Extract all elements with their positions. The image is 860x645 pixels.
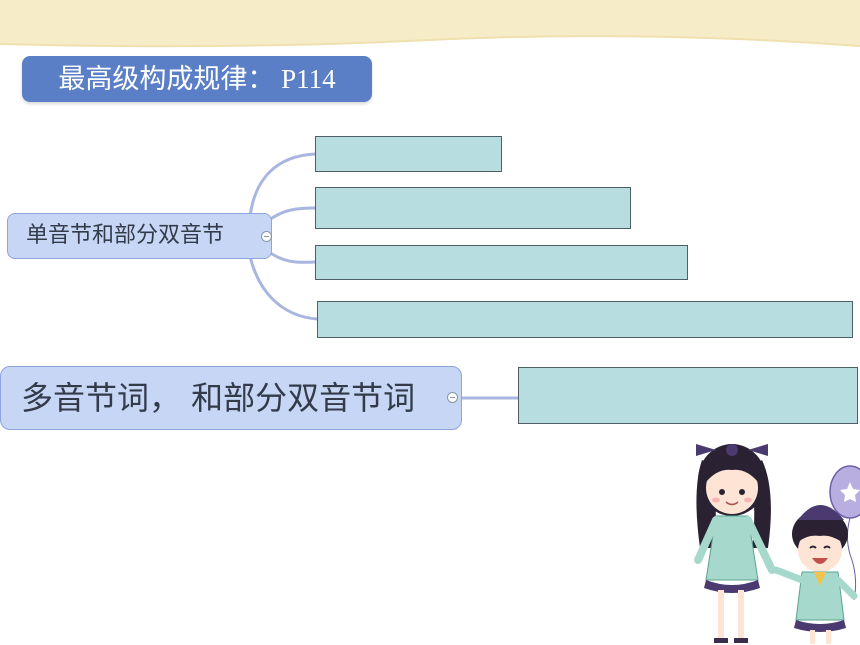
answer-box-2[interactable] xyxy=(315,187,631,229)
node-label: 多音节词， 和部分双音节词 xyxy=(21,379,416,417)
answer-box-4[interactable] xyxy=(317,301,853,338)
answer-box-3[interactable] xyxy=(315,245,688,280)
page-title: 最高级构成规律： P114 xyxy=(22,56,372,102)
collapse-toggle-icon[interactable] xyxy=(447,392,458,403)
answer-box-5[interactable] xyxy=(518,367,858,424)
tall-girl-icon xyxy=(694,444,776,643)
node-label: 单音节和部分双音节 xyxy=(26,223,225,248)
mindmap-node-monosyllabic[interactable]: 单音节和部分双音节 xyxy=(7,213,272,259)
balloon-icon xyxy=(829,465,860,601)
collapse-toggle-icon[interactable] xyxy=(261,231,272,242)
mindmap-node-polysyllabic[interactable]: 多音节词， 和部分双音节词 xyxy=(0,366,462,430)
top-decorative-band xyxy=(0,0,860,48)
two-girls-illustration xyxy=(694,444,860,644)
answer-box-1[interactable] xyxy=(315,136,502,172)
small-girl-icon xyxy=(772,505,858,644)
